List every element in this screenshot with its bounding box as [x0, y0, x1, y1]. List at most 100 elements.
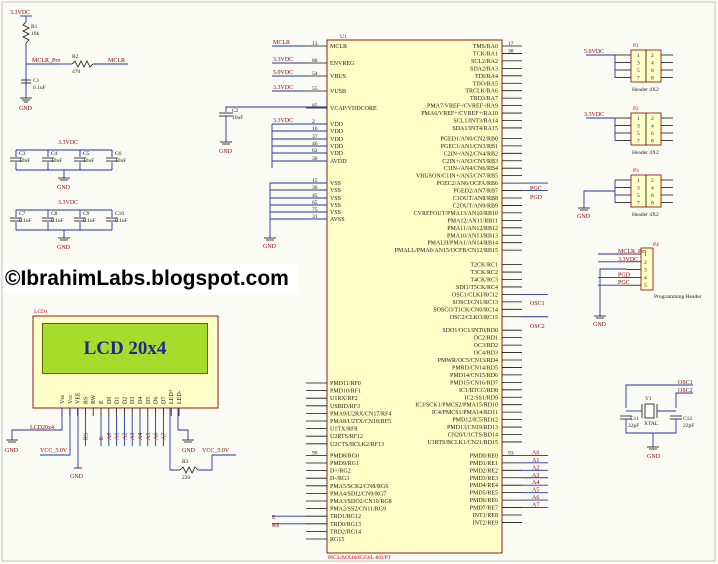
- mcu-right-pin-name: PGEC2/AN6/OCFA/RB6: [436, 181, 498, 187]
- lcd-bus-net-label: A3: [130, 433, 136, 440]
- lcd-pin-name: D0: [107, 397, 113, 404]
- mcu-right-pin-name: TDO/RA5: [473, 81, 498, 87]
- lcd-bus-net-label: A4: [138, 433, 144, 440]
- header-label: Header 4X2: [632, 150, 659, 156]
- header-net-label: 5.0VDC: [584, 49, 604, 55]
- p4-net-label: PGC: [618, 280, 630, 286]
- mcu-left-pin-net: 3.3VDC: [273, 118, 293, 124]
- mcu-right-pin-name: SDO1/OC1/INT0/RD0: [442, 328, 498, 334]
- p4-body: [640, 247, 654, 291]
- c11-value: 22pF: [628, 423, 639, 429]
- cap-value: 0.1uF: [83, 218, 96, 224]
- mcu-left-lower-pin-name: D-/RG3: [330, 476, 349, 482]
- mcu-right-pin-name: PGED2/AN7/RB7: [453, 189, 498, 195]
- mcu-right-pin-name: PMD12/IC5/RD12: [452, 418, 498, 424]
- mcu-left-pin-name: MCLR: [330, 44, 347, 50]
- cap-row-gnd-label: GND: [57, 245, 71, 251]
- mcu-right-pin-name: OSC1/CLKI/RC12: [452, 292, 498, 298]
- lcd-pin-name: D7: [161, 397, 167, 404]
- crystal-y1: [644, 403, 655, 419]
- mcu-right-pin-name: PMD15/CN16/RD7: [450, 380, 498, 386]
- r1-value: 10k: [31, 31, 40, 37]
- vcap-gnd-label: GND: [219, 149, 233, 155]
- lcd-gnd-label: GND: [5, 448, 19, 454]
- p4-ref: P4: [653, 242, 659, 248]
- mcu-left-pin-name: VUSB: [330, 89, 346, 95]
- osc2-net-label: OSC2: [530, 324, 545, 330]
- header-pin-num: 7: [637, 201, 640, 207]
- mcu-right-pin-name: OC4/RD3: [474, 351, 498, 357]
- lcd-pin-name: LED+: [169, 388, 175, 404]
- header-pin-num: 1: [637, 116, 640, 122]
- mcu-right-pin-name: T2CK/RC1: [470, 263, 498, 269]
- mcu-left-pins: MCLR13MCLRENVREG863.3VDCVBUS545.0VDCVUSB…: [272, 40, 377, 223]
- mcu-right-pin-name: PMD4/RE4: [470, 483, 498, 489]
- mcu-left-pin-name: VDD: [330, 137, 344, 143]
- lcd-pin-name: D4: [138, 397, 144, 404]
- lcd-pin-name: Vss: [60, 394, 66, 404]
- header-pin-num: 7: [637, 76, 640, 82]
- cap-ref: C8: [51, 211, 58, 217]
- mcu-right-pin-name: PMD0/RE0: [470, 453, 498, 459]
- lcd-bus-net-label: A5: [146, 433, 152, 440]
- header-pin-num: 8: [651, 139, 654, 145]
- mcu-right-pin-name: SCL1/INT3/RA14: [453, 119, 498, 125]
- crystal-circuit: OSC1 OSC2 Y1 XTAL C11 22pF C12 22pF GND: [620, 380, 694, 460]
- mcu-left-lower-pin-name: TRD2/RG14: [330, 529, 361, 535]
- crystal-osc2-label: OSC2: [678, 388, 693, 394]
- mcu-left-pin-net: 5.0VDC: [273, 70, 293, 76]
- mcu-right-pin-name: SDA1/INT4/RA15: [452, 126, 498, 132]
- cap-ref: C4: [51, 151, 58, 157]
- header-pin-num: 5: [637, 131, 640, 137]
- header-ref: P3: [633, 168, 639, 174]
- lcd-bus-net-label: A2: [122, 433, 128, 440]
- mcu-right-pin-name: PMD5/RE5: [470, 491, 498, 497]
- watermark-banner: ©IbrahimLabs.blogspot.com: [5, 264, 298, 293]
- cap-value: 10uF: [19, 158, 30, 164]
- cap-ref: C6: [115, 151, 122, 157]
- mcu-left-pin-name: VDD: [330, 144, 344, 150]
- cap-ref: C7: [19, 211, 26, 217]
- mcu-left-pin-num: 75: [312, 207, 318, 213]
- crystal-gnd-label: GND: [647, 454, 661, 460]
- mcu-right-pin-name: SCL2/RA2: [471, 59, 498, 65]
- lcd-pin-name: Vcc: [68, 394, 74, 404]
- mcu-right-pin-num: 93: [508, 450, 514, 456]
- c2-value: 10uF: [232, 115, 243, 121]
- mcu-right-pin-net: A0: [532, 450, 539, 456]
- vss-bus: GND: [263, 182, 327, 250]
- rs-net-label: RS: [272, 523, 279, 529]
- lcd-part-label: LCD20x4: [30, 425, 54, 431]
- mcu-left-lower-pin-name: PMD9/RG1: [330, 461, 359, 467]
- mcu-left-pin-name: ENVREG: [330, 61, 355, 67]
- mcu-right-pin-name: IC1/RTCC/RD8: [459, 388, 498, 394]
- mcu-right-pin-net: A3: [532, 473, 539, 479]
- mcu-left-lower-pin-name: PMA3/SDO2/CN10/RG8: [330, 499, 392, 505]
- mcu-right-pin-name: PMD6/RE6: [470, 498, 498, 504]
- header-pin-num: 5: [637, 193, 640, 199]
- lcd-ref: LCD1: [34, 309, 48, 315]
- r3-value: 220: [182, 475, 191, 481]
- p4-net-label: MCLR_Pro: [618, 249, 646, 255]
- c12-value: 22pF: [683, 423, 694, 429]
- mcu-left-pin-name: VCAP/VDDCORE: [330, 106, 377, 112]
- mcu-left-lower-pin-name: U2RTS/RF12: [330, 434, 363, 440]
- mcu-left-pin-name: VDD: [330, 151, 344, 157]
- lcd-pin-name: D5: [146, 397, 152, 404]
- mcu-left-pin-num: 36: [312, 185, 318, 191]
- lcd-gnd-label-2: GND: [70, 474, 84, 480]
- r1-resistor: [22, 21, 30, 44]
- r3-resistor: [179, 466, 199, 474]
- mcu-left-pin-num: 45: [312, 193, 318, 199]
- header-gnd-label: GND: [577, 214, 591, 220]
- mcu-right-pin-name: PMA11/AN12/RB12: [447, 226, 498, 232]
- header-pin-num: 2: [651, 178, 654, 184]
- mclr-net-label-left: MCLR: [108, 58, 125, 64]
- mcu-right-pin-name: PGED1/AN0/CN2/RB0: [440, 136, 498, 142]
- mcu-left-pin-name: VSS: [330, 210, 341, 216]
- r2-ref: R2: [72, 54, 79, 60]
- crystal-label: XTAL: [644, 421, 659, 427]
- mcu-right-pin-net: A1: [532, 458, 539, 464]
- mcu-right-pin-name: OC2/RD1: [474, 336, 498, 342]
